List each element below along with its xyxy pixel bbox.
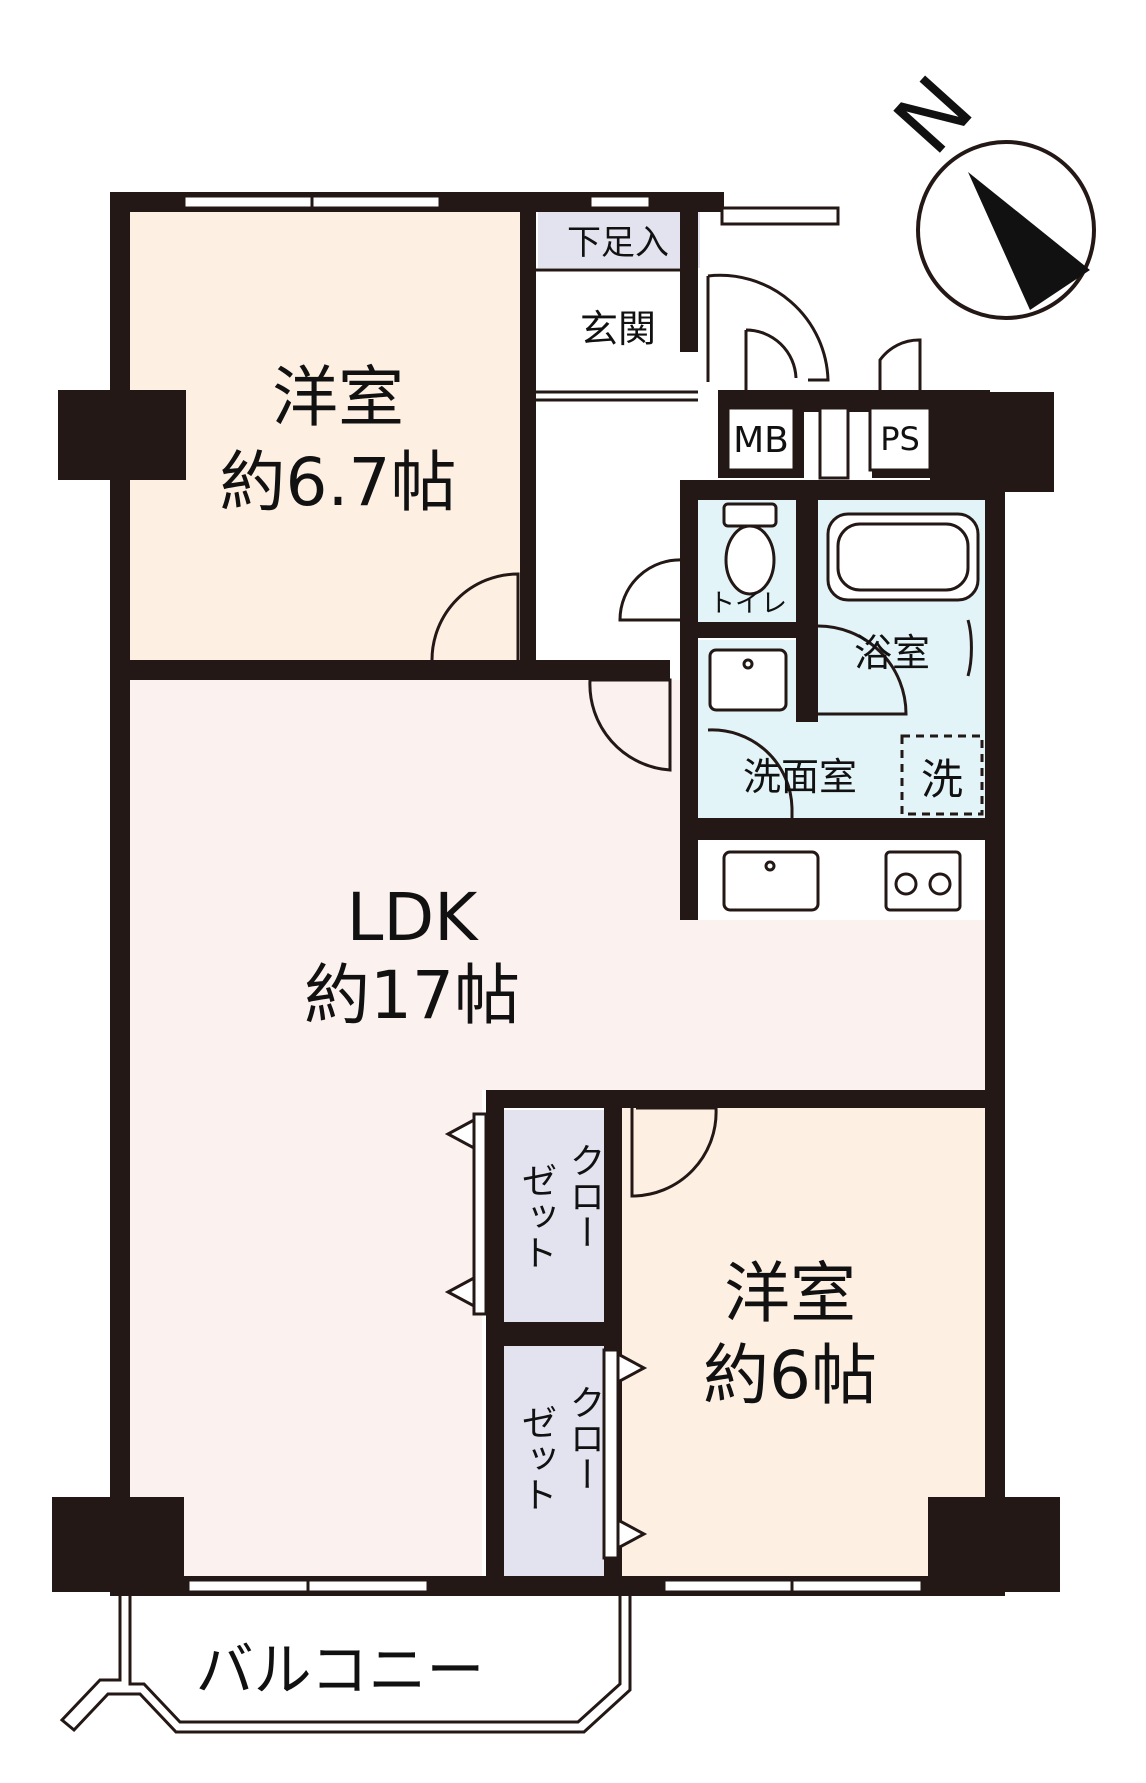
western-room-2-size: 約6帖	[703, 1337, 877, 1414]
mb-label: MB	[733, 420, 789, 461]
western-room-1-fill	[130, 212, 520, 660]
bathtub	[826, 512, 980, 602]
ps-cabinet	[868, 406, 932, 472]
entrance-label: 玄関	[580, 307, 656, 351]
western-room-2-fill	[622, 1108, 985, 1576]
balcony-rail	[59, 1596, 632, 1734]
washroom-label: 洗面室	[743, 755, 857, 799]
shoe-storage-label: 下足入	[567, 223, 669, 263]
closet-1-label: クロー ゼット	[516, 1142, 605, 1270]
closet-2-label-line1: クロー	[564, 1384, 605, 1492]
ldk-size: 約17帖	[304, 957, 520, 1034]
washer-space	[900, 734, 984, 816]
western-room-1-size: 約6.7帖	[220, 444, 457, 521]
balcony-label: バルコニー	[196, 1636, 485, 1704]
compass: N	[876, 58, 1096, 320]
shoe-storage-fill	[538, 212, 700, 268]
toilet-fixture	[722, 502, 778, 596]
ldk-name: LDK	[347, 879, 480, 956]
closet-1-label-line1: クロー	[564, 1142, 605, 1250]
closet-2-label-line2: ゼット	[516, 1404, 557, 1512]
western-room-2-name: 洋室	[724, 1255, 856, 1332]
kitchen-fixtures	[722, 850, 962, 912]
toilet-label: トイレ	[709, 589, 787, 619]
mb-cabinet	[726, 406, 796, 472]
closet-doors	[444, 1112, 648, 1560]
compass-arrow-icon	[968, 172, 1090, 310]
wash-basin	[708, 648, 788, 712]
washer-label: 洗	[921, 755, 963, 804]
door-swings	[430, 273, 973, 1198]
closet-1-label-line2: ゼット	[516, 1162, 557, 1270]
bath-label: 浴室	[854, 631, 930, 675]
western-room-1-name: 洋室	[272, 359, 404, 436]
closet-1-fill	[504, 1110, 604, 1322]
ps-label: PS	[880, 420, 920, 458]
closet-2-label: クロー ゼット	[516, 1384, 605, 1512]
ldk-fill-lower	[130, 1090, 482, 1576]
shaft-gap	[818, 406, 850, 480]
closet-2-fill	[504, 1346, 604, 1576]
